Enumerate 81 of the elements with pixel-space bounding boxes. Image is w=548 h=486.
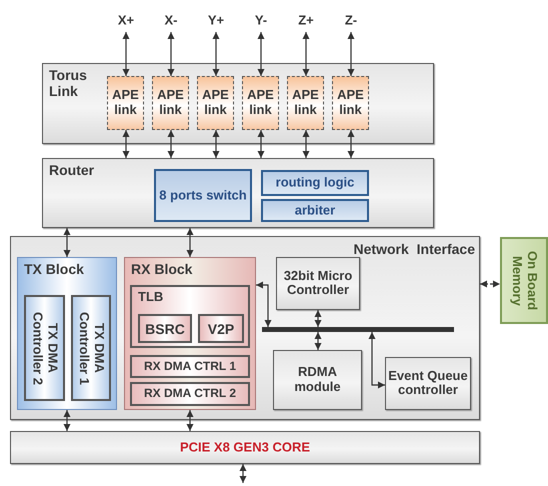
link-box — [287, 76, 324, 130]
node-label: APE link — [111, 88, 140, 118]
module-box — [273, 350, 362, 410]
module-box — [42, 158, 434, 228]
arrow — [212, 32, 220, 76]
node-label: Y+ — [206, 14, 226, 28]
controller-box — [130, 382, 250, 406]
arrow — [122, 32, 130, 76]
switch-box — [154, 169, 252, 222]
table-box — [130, 285, 250, 348]
core-bar — [10, 431, 480, 464]
node-label: TX DMA Controller 1 — [76, 310, 106, 387]
unit-box — [138, 314, 192, 343]
link-box — [242, 76, 279, 130]
node-label: X+ — [116, 14, 136, 28]
node-label: 32bit Micro Controller — [282, 268, 354, 298]
node-label: X- — [164, 14, 178, 28]
arrow — [314, 332, 322, 350]
node-label: Y- — [254, 14, 268, 28]
arrow — [480, 280, 500, 288]
logic-box — [261, 199, 369, 222]
arrow — [239, 464, 247, 483]
node-label: RX DMA CTRL 2 — [142, 387, 237, 401]
node-label: APE link — [201, 88, 230, 118]
node-label: APE link — [156, 88, 185, 118]
node-label: V2P — [206, 320, 236, 337]
node-label: On Board Memory — [509, 250, 539, 312]
block-title: TX Block — [24, 261, 84, 278]
node-label: TX DMA Controller 2 — [30, 310, 60, 386]
node-label: APE link — [246, 88, 275, 118]
controller-box — [385, 357, 471, 410]
arrow — [347, 130, 355, 158]
node-label: BSRC — [144, 320, 186, 337]
arrow — [314, 310, 322, 327]
controller-box — [130, 355, 250, 378]
block-title: Router — [49, 162, 94, 178]
arrow — [257, 130, 265, 158]
arrow — [302, 130, 310, 158]
block-title: Network Interface — [354, 241, 475, 258]
arrow — [347, 32, 355, 76]
link-box — [152, 76, 189, 130]
block-title: Torus Link — [49, 67, 88, 100]
node-label: Z+ — [297, 14, 315, 28]
block-box — [124, 257, 256, 410]
node-label: Event Queue controller — [387, 368, 469, 398]
module-box — [10, 236, 480, 420]
controller-box — [71, 295, 111, 401]
node-label: 8 ports switch — [158, 188, 248, 203]
arrow — [63, 410, 71, 431]
arrow — [63, 228, 71, 257]
arrow — [257, 32, 265, 76]
node-label: APE link — [291, 88, 320, 118]
arrow — [186, 410, 194, 431]
arrow — [212, 130, 220, 158]
memory-box — [500, 237, 548, 324]
link-box — [197, 76, 234, 130]
node-label: RDMA module — [293, 365, 342, 395]
node-label: routing logic — [274, 176, 356, 190]
node-label: APE link — [336, 88, 365, 118]
node-label: arbiter — [294, 203, 336, 218]
arrow — [186, 228, 194, 257]
node-label: RX DMA CTRL 1 — [142, 360, 237, 374]
arrow — [302, 32, 310, 76]
unit-box — [198, 314, 244, 343]
logic-box — [261, 170, 369, 196]
bus-bar — [262, 327, 454, 332]
block-title: TLB — [138, 290, 164, 305]
arrow — [256, 281, 272, 327]
link-box — [107, 76, 144, 130]
core-label: PCIE X8 GEN3 CORE — [178, 440, 312, 455]
block-title: RX Block — [131, 261, 192, 278]
node-label: Z- — [344, 14, 358, 28]
block-box — [17, 257, 117, 410]
link-box — [332, 76, 369, 130]
controller-box — [276, 257, 360, 310]
arrow — [167, 32, 175, 76]
controller-box — [24, 295, 65, 401]
arrow — [368, 332, 385, 389]
arrow — [122, 130, 130, 158]
arrow — [167, 130, 175, 158]
module-box — [42, 63, 434, 144]
